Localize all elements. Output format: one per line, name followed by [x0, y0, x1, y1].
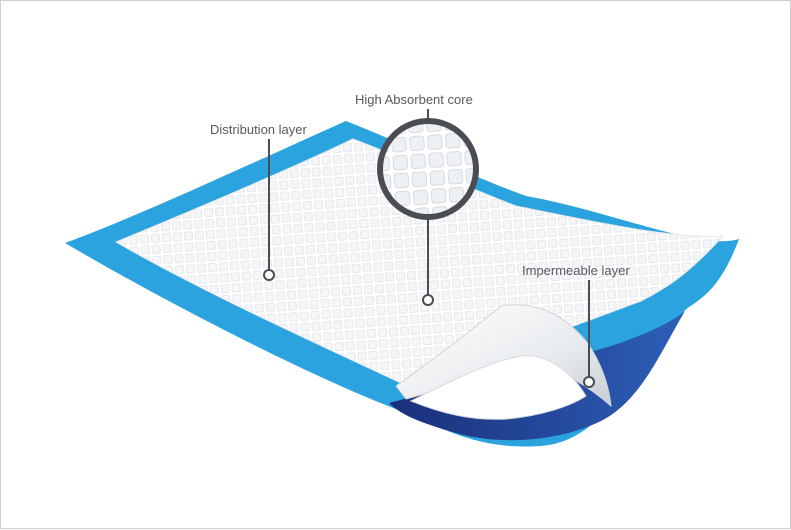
- label-impermeable-layer: Impermeable layer: [522, 263, 630, 279]
- callout-dot-core: [423, 295, 433, 305]
- callout-dot-distribution: [264, 270, 274, 280]
- label-high-absorbent-core: High Absorbent core: [355, 92, 473, 108]
- callout-dot-impermeable: [584, 377, 594, 387]
- label-distribution-layer: Distribution layer: [210, 122, 307, 138]
